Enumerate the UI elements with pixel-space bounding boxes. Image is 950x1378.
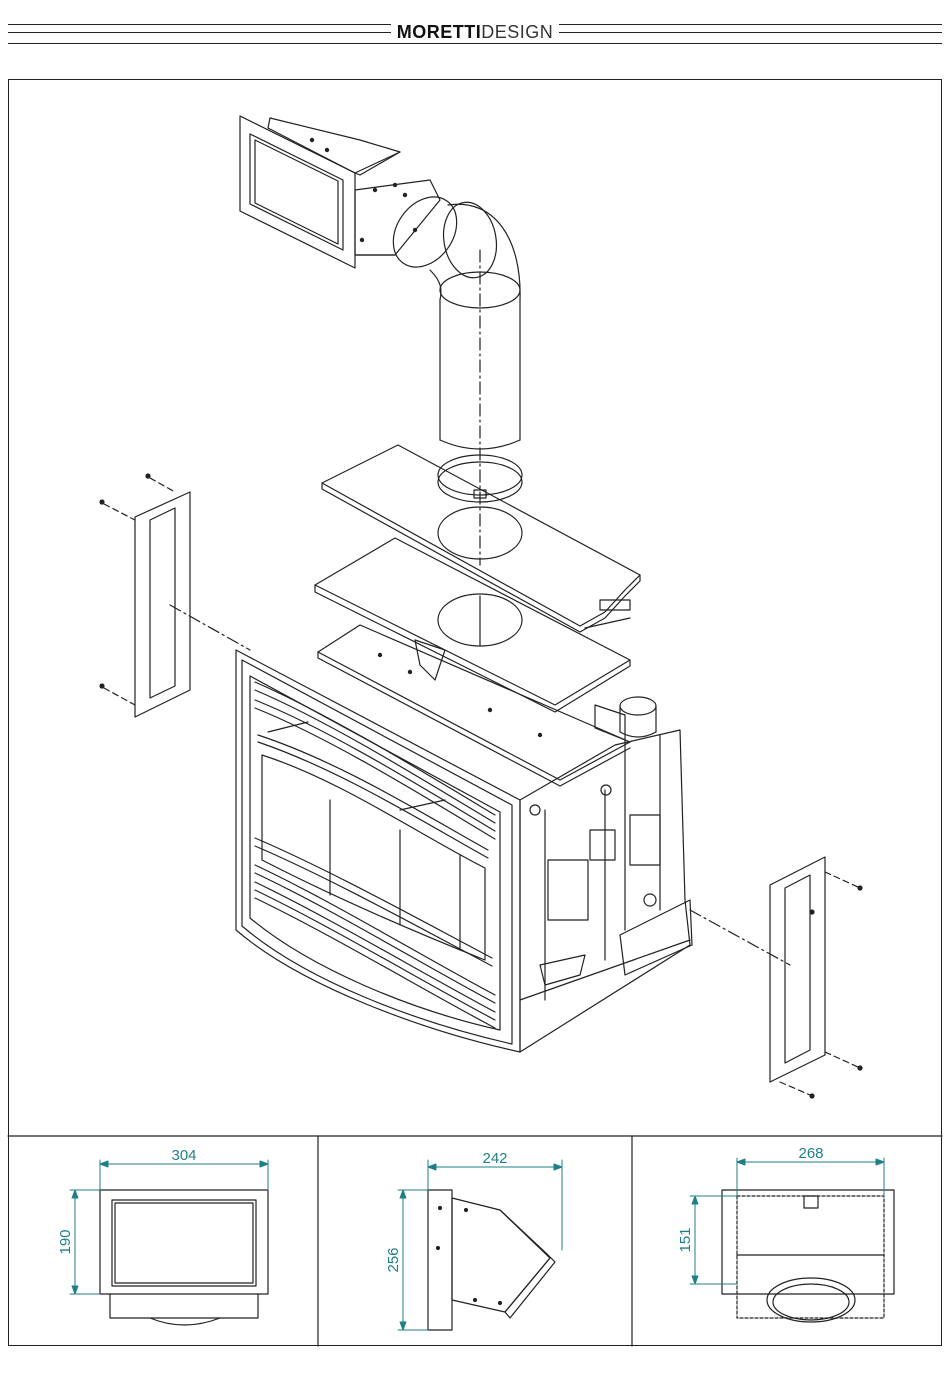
left-side-panel [100,474,250,717]
detail-2-height-label: 256 [385,1247,402,1272]
detail-side-view [428,1190,555,1330]
detail-3-width-label: 268 [798,1145,823,1162]
detail-1-height-label: 190 [57,1229,74,1254]
detail-2-width-label: 242 [482,1150,507,1167]
top-cover-plate [322,445,640,632]
detail-top-view [722,1190,894,1322]
fireplace-body [236,650,692,1052]
detail-front-view [100,1190,268,1325]
detail-top-dimensions [690,1158,884,1284]
detail-1-width-label: 304 [171,1147,196,1164]
flue-pipe-elbow [380,185,520,565]
right-side-panel [690,857,862,1098]
hot-air-outlet-box [240,116,440,268]
detail-3-height-label: 151 [677,1227,694,1252]
